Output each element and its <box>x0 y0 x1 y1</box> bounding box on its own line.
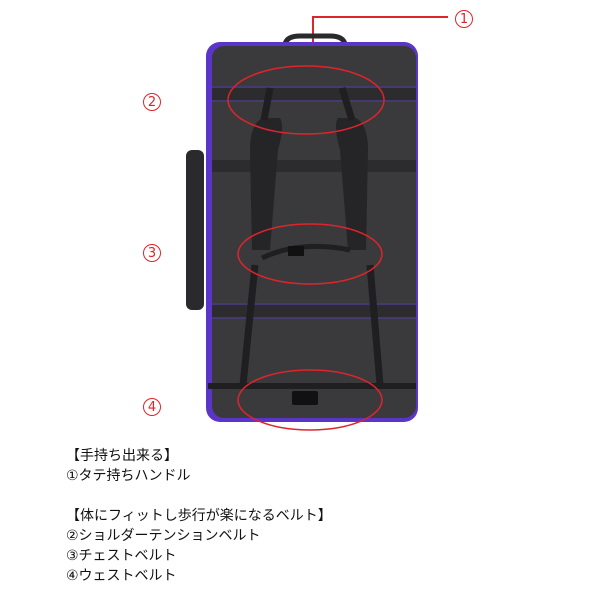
group1-title: 【手持ち出来る】 <box>66 448 178 464</box>
backpack-illustration <box>186 16 448 431</box>
group2-title: 【体にフィットし歩行が楽になるベルト】 <box>66 508 332 524</box>
side-handle <box>186 150 204 310</box>
callout-ellipse-2 <box>227 65 385 135</box>
left-shoulder-strap <box>250 118 283 250</box>
callout-4: 4 <box>143 397 161 416</box>
callout-2: 2 <box>143 92 161 111</box>
carry-handle <box>282 33 348 45</box>
chest-buckle <box>288 246 304 256</box>
item-shoulder-belt: ②ショルダーテンションベルト <box>66 528 261 544</box>
right-shoulder-strap <box>335 118 368 250</box>
feature-caption: 【手持ち出来る】 ①タテ持ちハンドル 【体にフィットし歩行が楽になるベルト】 ②… <box>66 446 332 586</box>
waist-buckle <box>292 391 318 405</box>
item-waist-belt: ④ウェストベルト <box>66 568 177 584</box>
callout-1: 1 <box>455 9 473 28</box>
callout-3: 3 <box>143 243 161 262</box>
item-handle: ①タテ持ちハンドル <box>66 468 191 484</box>
callout-ellipse-4 <box>237 369 383 431</box>
callout-ellipse-3 <box>237 223 383 285</box>
item-chest-belt: ③チェストベルト <box>66 548 177 564</box>
